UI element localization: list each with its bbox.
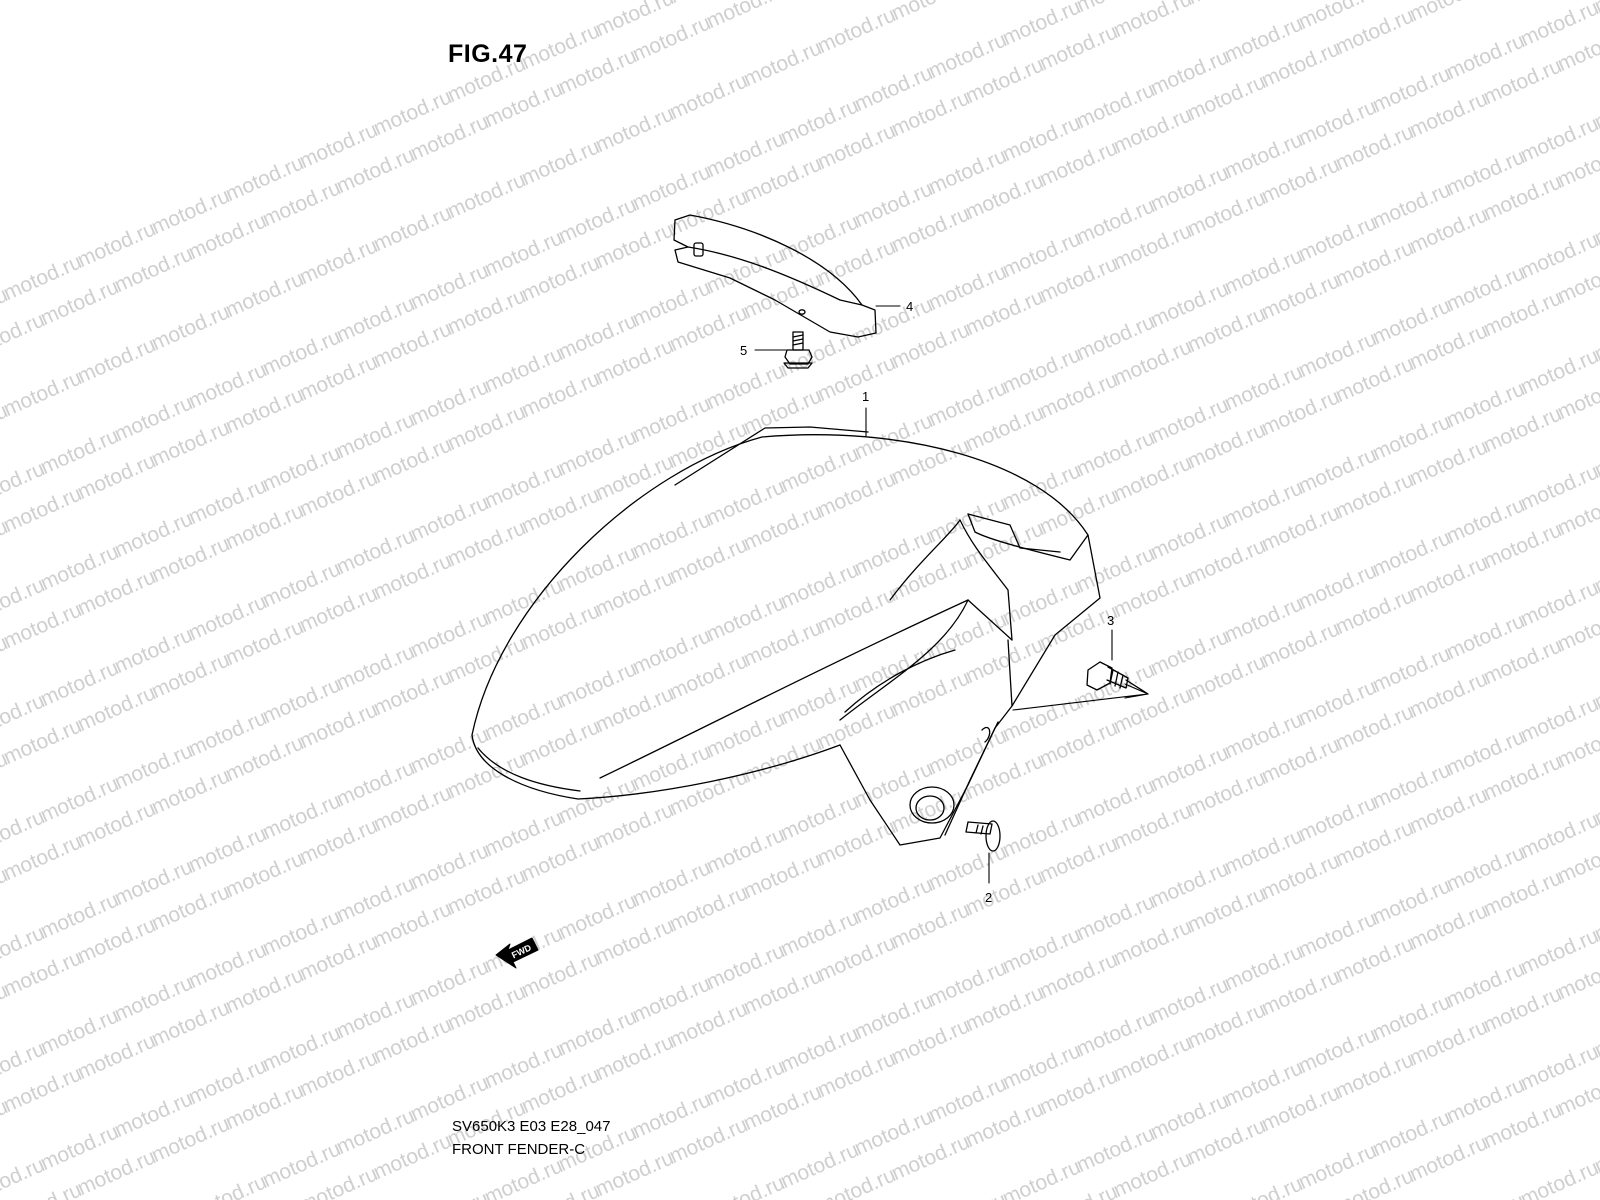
figure-title: FIG.47 <box>448 40 528 68</box>
label-part-3: 3 <box>1107 613 1114 628</box>
part-labels: 1 2 3 4 5 <box>740 299 1114 905</box>
fender-brace-plate <box>673 214 877 338</box>
label-part-2: 2 <box>985 890 992 905</box>
diagram-name: FRONT FENDER-C <box>452 1141 586 1158</box>
label-part-5: 5 <box>740 343 747 358</box>
label-part-1: 1 <box>862 389 869 404</box>
front-fender <box>471 426 1149 846</box>
fender-screw <box>965 820 1001 852</box>
fender-bolt <box>1086 661 1129 691</box>
fwd-arrow-icon: FWD <box>495 937 539 969</box>
plate-bolt <box>783 331 813 369</box>
diagram-code: SV650K3 E03 E28_047 <box>452 1118 611 1135</box>
label-part-4: 4 <box>906 299 913 314</box>
